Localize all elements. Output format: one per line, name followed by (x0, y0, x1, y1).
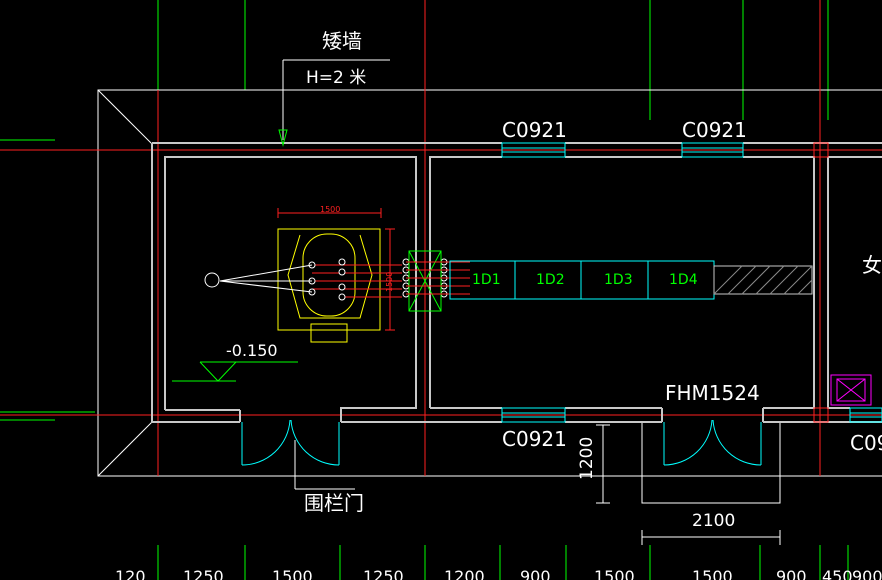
dim-bottom-10: 900 (852, 567, 882, 580)
fence-door-label: 围栏门 (304, 491, 364, 515)
walls (151, 142, 882, 423)
cabinet-row (449, 260, 813, 300)
dim-bottom-5: 900 (520, 567, 551, 580)
side-text: 女 (862, 253, 882, 277)
equip-dim-v-label: 1500 (385, 272, 394, 292)
dimension-lines (596, 424, 781, 545)
window-label-top-left: C0921 (502, 118, 567, 142)
cabinet-1d1: 1D1 (472, 272, 501, 288)
door-code-label: FHM1524 (665, 381, 760, 405)
low-wall-leader (278, 59, 390, 147)
dim-bottom-9: 450 (822, 567, 853, 580)
dim-bottom-8: 900 (776, 567, 807, 580)
window-label-bottom: C0921 (502, 427, 567, 451)
red-grid-lines (0, 0, 882, 476)
cabinet-1d4: 1D4 (669, 272, 698, 288)
doors (241, 419, 762, 466)
dim-2100-label: 2100 (692, 511, 735, 531)
height-label: H=2 米 (306, 68, 366, 88)
equip-dim-label: 1500 (320, 205, 340, 214)
cabinet-1d2: 1D2 (536, 272, 565, 288)
level-label: -0.150 (226, 341, 278, 360)
low-wall-label: 矮墙 (322, 29, 362, 53)
window-label-top-right: C0921 (682, 118, 747, 142)
dim-1200-label: 1200 (577, 437, 597, 480)
magenta-box (830, 374, 872, 406)
outer-boundary (97, 89, 882, 504)
transformer-symbol (204, 208, 470, 343)
window-label-bottom-right: C09 (850, 431, 882, 455)
cabinet-1d3: 1D3 (604, 272, 633, 288)
dim-bottom-4: 1200 (444, 567, 485, 580)
dim-bottom-7: 1500 (692, 567, 733, 580)
dim-bottom-1: 1250 (183, 567, 224, 580)
dim-bottom-0: 120 (115, 567, 146, 580)
windows-cyan (501, 142, 882, 423)
dim-bottom-3: 1250 (363, 567, 404, 580)
dim-bottom-6: 1500 (594, 567, 635, 580)
level-marker (172, 361, 298, 382)
dim-bottom-2: 1500 (272, 567, 313, 580)
green-axis-lines (0, 0, 849, 580)
